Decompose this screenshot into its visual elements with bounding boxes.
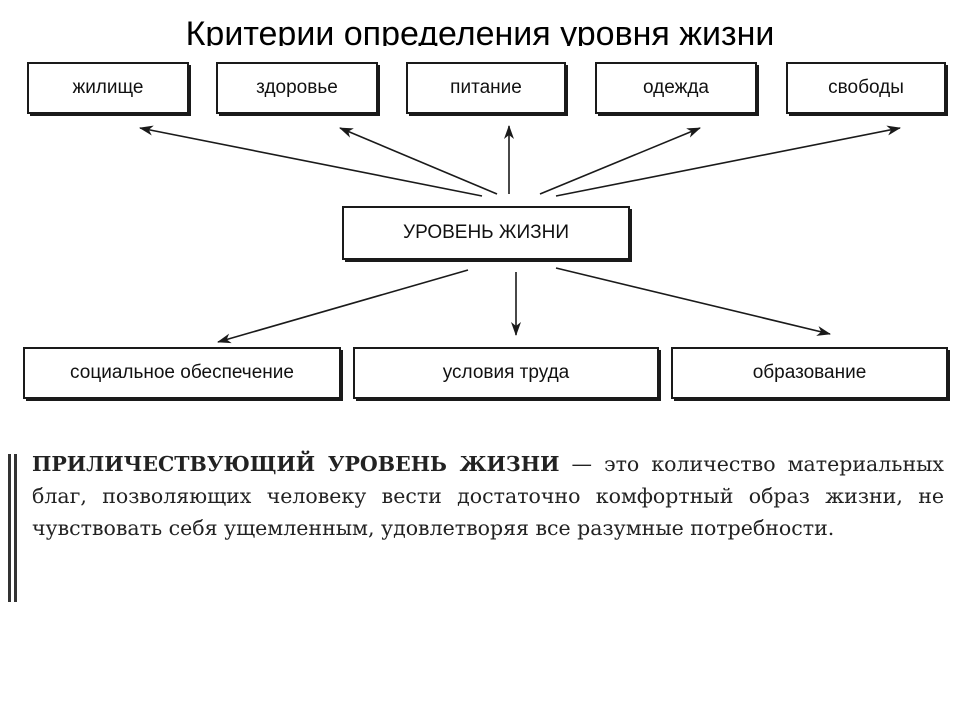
arrow-to-education	[555, 267, 831, 336]
box-housing: жилище	[27, 62, 191, 116]
definition-bar-left	[8, 454, 11, 602]
arrow-to-housing	[139, 125, 483, 197]
box-social-label: социальное обеспечение	[70, 362, 294, 383]
box-health: здоровье	[216, 62, 380, 116]
arrow-to-health	[339, 127, 498, 195]
box-health-label: здоровье	[256, 77, 338, 98]
box-freedoms-label: свободы	[828, 77, 904, 98]
box-social-security: социальное обеспечение	[23, 347, 343, 401]
box-freedoms: свободы	[786, 62, 948, 116]
center-label: УРОВЕНЬ ЖИЗНИ	[403, 222, 569, 243]
definition-bar-right	[14, 454, 17, 602]
box-living-standard: УРОВЕНЬ ЖИЗНИ	[342, 206, 632, 262]
box-education-label: образование	[752, 362, 867, 383]
box-education: образование	[671, 347, 950, 401]
definition-paragraph: ПРИЛИЧЕСТВУЮЩИЙ УРОВЕНЬ ЖИЗНИ — это коли…	[32, 448, 944, 544]
box-nutrition: питание	[406, 62, 568, 116]
slide-title: Критерии определения уровня жизни	[185, 15, 775, 46]
definition-text: — это количество материальных благ, позв…	[32, 452, 944, 540]
box-nutrition-label: питание	[450, 77, 522, 98]
arrow-layer	[139, 125, 901, 344]
arrow-to-freedoms	[555, 125, 901, 197]
box-labor-label: условия труда	[442, 362, 570, 383]
arrow-to-clothing	[539, 127, 701, 195]
arrow-to-social	[217, 269, 469, 344]
box-clothing-label: одежда	[643, 77, 709, 98]
box-housing-label: жилище	[72, 77, 144, 98]
box-clothing: одежда	[595, 62, 759, 116]
definition-term: ПРИЛИЧЕСТВУЮЩИЙ УРОВЕНЬ ЖИЗНИ	[32, 452, 560, 476]
box-labor-conditions: условия труда	[353, 347, 661, 401]
